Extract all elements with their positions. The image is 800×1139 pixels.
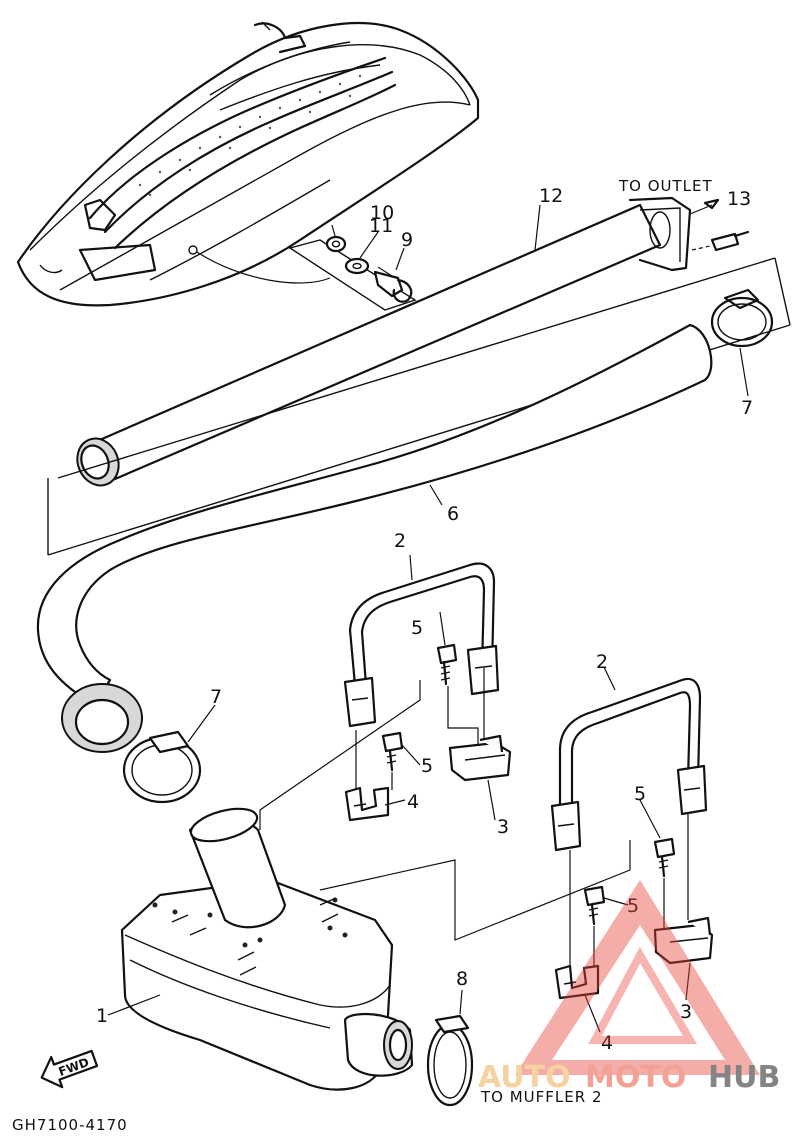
- callout-13: 13: [727, 188, 751, 210]
- callout-8: 8: [456, 968, 468, 990]
- callout-3-left: 3: [497, 816, 509, 838]
- callout-5-a: 5: [411, 617, 423, 639]
- watermark-triangle-icon: [515, 880, 760, 1075]
- callout-7-lower: 7: [210, 686, 222, 708]
- fwd-direction-arrow: FWD: [40, 1049, 99, 1089]
- part-callouts: 1 2 2 3 3 4 4 5 5 5 5 6 7 7 8 9 10 11 12…: [96, 185, 753, 1054]
- exhaust-hose-6: [36, 323, 713, 753]
- watercraft-hull-illustration: [16, 21, 480, 311]
- callout-6: 6: [447, 503, 459, 525]
- hardware-nut-washer-bolt: [325, 235, 413, 303]
- hose-clamp-8: [426, 989, 474, 1107]
- callout-2-right: 2: [596, 651, 608, 673]
- callout-1: 1: [96, 1005, 108, 1027]
- bracket-3-right: [653, 916, 714, 965]
- hose-pipe-12: [47, 196, 791, 556]
- fitting-13: [689, 198, 750, 252]
- muffler-1: [120, 807, 414, 1091]
- automotohub-watermark: AUTO MOTO HUB: [478, 880, 780, 1095]
- callout-5-d: 5: [627, 895, 639, 917]
- callout-9: 9: [401, 229, 413, 251]
- assembly-guide-lines: [259, 668, 689, 966]
- strap-2-right: [550, 677, 708, 852]
- callout-2-left: 2: [394, 530, 406, 552]
- clip-4-left: [344, 786, 390, 822]
- bracket-3-left: [448, 734, 512, 782]
- bolt-5-d: [583, 885, 606, 926]
- watermark-auto: AUTO: [478, 1060, 571, 1095]
- hose-clamp-7-lower: [122, 704, 216, 804]
- callout-7-upper: 7: [741, 397, 753, 419]
- leader-lines: [107, 204, 691, 1033]
- callout-4-left: 4: [407, 791, 419, 813]
- diagram-code: GH7100-4170: [12, 1116, 128, 1134]
- watermark-hub: HUB: [708, 1060, 780, 1095]
- callout-5-c: 5: [634, 783, 646, 805]
- callout-3-right: 3: [680, 1001, 692, 1023]
- bolt-5-c: [653, 837, 676, 878]
- bolt-5-a: [436, 643, 458, 686]
- callout-5-b: 5: [421, 755, 433, 777]
- clip-4-right: [554, 964, 600, 1000]
- strap-2-left: [343, 562, 500, 728]
- callout-11-label: 11: [369, 215, 393, 237]
- hose-clamp-7-upper: [710, 288, 774, 397]
- callout-12: 12: [539, 185, 563, 207]
- to-outlet-note: TO OUTLET: [618, 177, 713, 195]
- callout-10: 10: [370, 202, 394, 224]
- callout-4-right: 4: [601, 1032, 613, 1054]
- bolt-5-b: [381, 731, 404, 772]
- to-muffler-note: TO MUFFLER 2: [480, 1088, 602, 1106]
- watermark-moto: MOTO: [585, 1060, 686, 1095]
